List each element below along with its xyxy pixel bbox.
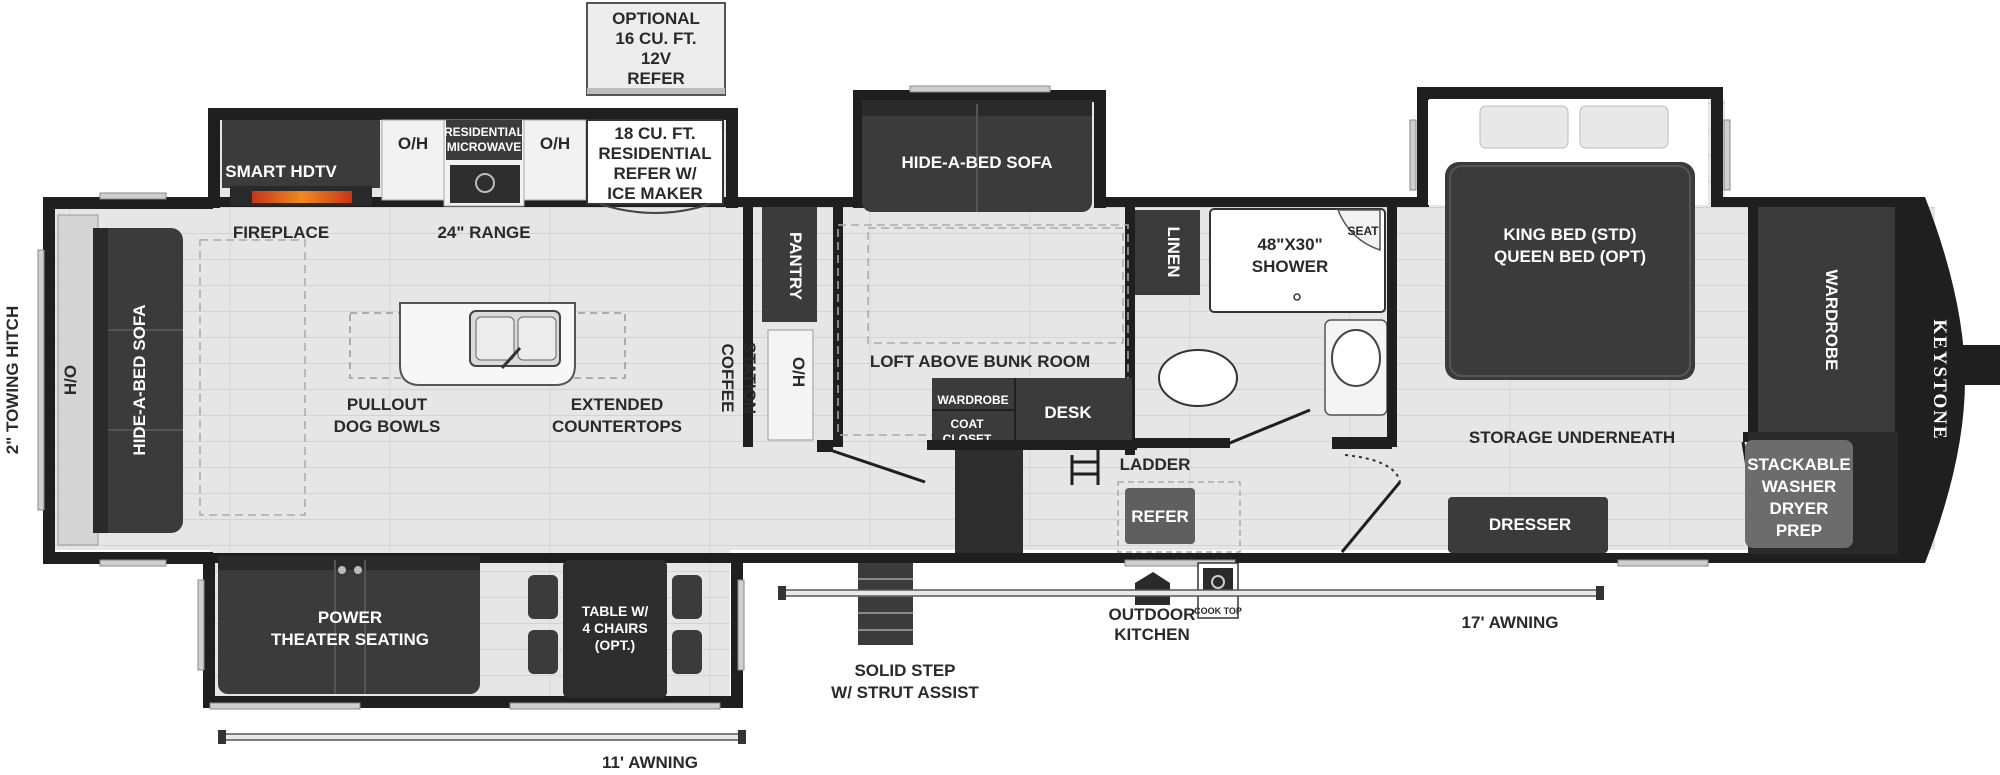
oh-pantry-label: O/H (789, 357, 808, 387)
loft-label: LOFT ABOVE BUNK ROOM (870, 352, 1090, 371)
power-theater-label-2: THEATER SEATING (271, 630, 429, 649)
towing-hitch-label: 2" TOWING HITCH (3, 306, 22, 454)
power-theater-label-1: POWER (318, 608, 382, 627)
shower-label-2: SHOWER (1252, 257, 1329, 276)
table-chairs-label-3: (OPT.) (595, 637, 635, 653)
optional-refer-label-4: REFER (627, 69, 685, 88)
dresser-label: DRESSER (1489, 515, 1571, 534)
awning-11-label: 11' AWNING (602, 753, 698, 772)
wardrobe-label: WARDROBE (1822, 269, 1841, 370)
ho-label: H/O (61, 365, 80, 395)
res-refer-label-3: REFER W/ (613, 164, 696, 183)
awning-17-label: 17' AWNING (1462, 613, 1559, 632)
kitchen-slide: SMART HDTV FIREPLACE O/H RESIDENTIAL MIC… (222, 119, 724, 242)
refer-outdoor-label: REFER (1131, 507, 1189, 526)
ladder-icon (1070, 450, 1100, 485)
desk-label: DESK (1044, 403, 1092, 422)
washer-dryer-label-4: PREP (1776, 521, 1822, 540)
counter-outline (199, 239, 306, 516)
table-chairs-label-1: TABLE W/ (582, 603, 649, 619)
bathroom: LINEN SEAT 48"X30" SHOWER (1135, 207, 1402, 553)
outdoor-kitchen-label-1: OUTDOOR (1109, 605, 1196, 624)
shower-label-1: 48"X30" (1257, 235, 1322, 254)
ladder-label: LADDER (1120, 455, 1191, 474)
awning-17: 17' AWNING (778, 586, 1604, 632)
pullout-dog-bowls-label-2: DOG BOWLS (334, 417, 441, 436)
outdoor-kitchen: COOK TOP OUTDOOR KITCHEN (1109, 562, 1242, 644)
extended-countertops-label-2: COUNTERTOPS (552, 417, 682, 436)
outdoor-refer: REFER (1117, 481, 1241, 553)
coffee-station-label-1: COFFEE (718, 344, 737, 413)
king-bed-label-2: QUEEN BED (OPT) (1494, 247, 1646, 266)
table-chairs-label-2: 4 CHAIRS (582, 620, 647, 636)
bedroom: KING BED (STD) QUEEN BED (OPT) STORAGE U… (1428, 100, 1898, 554)
pantry-label: PANTRY (786, 232, 805, 301)
fireplace-flame (252, 191, 352, 203)
windows (37, 85, 1731, 710)
seat-label: SEAT (1347, 224, 1379, 238)
res-microwave-label-1: RESIDENTIAL (444, 125, 524, 139)
oh-right-label: O/H (540, 134, 570, 153)
pantry-area: PANTRY O/H COFFEE STATION (718, 207, 926, 484)
oh-left-label: O/H (398, 134, 428, 153)
res-refer-label-1: 18 CU. FT. (614, 124, 695, 143)
wardrobe-small-label: WARDROBE (937, 393, 1008, 407)
linen-label: LINEN (1164, 227, 1183, 278)
awning-11: 11' AWNING (218, 730, 746, 772)
coffee-station-label-2: STATION (740, 342, 759, 414)
solid-step-label-2: W/ STRUT ASSIST (831, 683, 979, 702)
res-refer-label-4: ICE MAKER (607, 184, 702, 203)
coat-closet-label-1: COAT (950, 417, 984, 431)
entry-wall (955, 450, 1023, 553)
washer-dryer-label-2: WASHER (1762, 477, 1837, 496)
optional-refer-box: OPTIONAL 16 CU. FT. 12V REFER (586, 2, 726, 96)
res-microwave-label-2: MICROWAVE (447, 140, 521, 154)
entry-step: SOLID STEP W/ STRUT ASSIST (831, 563, 979, 702)
cook-top-label: COOK TOP (1194, 606, 1242, 616)
optional-refer-label-2: 16 CU. FT. (615, 29, 696, 48)
optional-refer-label-3: 12V (641, 49, 672, 68)
sink-icon (1331, 329, 1381, 387)
pullout-dog-bowls-label-1: PULLOUT (347, 395, 428, 414)
res-refer-label-2: RESIDENTIAL (598, 144, 711, 163)
hide-a-bed-sofa-left-label: HIDE-A-BED SOFA (130, 304, 149, 455)
kitchen-island: PULLOUT DOG BOWLS EXTENDED COUNTERTOPS (334, 302, 682, 436)
hide-a-bed-sofa-left: HIDE-A-BED SOFA H/O (57, 214, 183, 546)
solid-step-label-1: SOLID STEP (854, 661, 955, 680)
washer-dryer-label-3: DRYER (1770, 499, 1829, 518)
storage-underneath-label: STORAGE UNDERNEATH (1469, 428, 1675, 447)
optional-refer-label-1: OPTIONAL (612, 9, 700, 28)
washer-dryer-label-1: STACKABLE (1747, 455, 1851, 474)
toilet-icon (1158, 349, 1238, 407)
extended-countertops-label-1: EXTENDED (571, 395, 664, 414)
theater-slide: POWER THEATER SEATING TABLE W/ 4 CHAIRS … (218, 556, 702, 698)
king-bed-label-1: KING BED (STD) (1503, 225, 1636, 244)
range-label: 24" RANGE (437, 223, 530, 242)
fireplace-label: FIREPLACE (233, 223, 329, 242)
smart-hdtv-label: SMART HDTV (225, 162, 337, 181)
bunk-room: HIDE-A-BED SOFA LOFT ABOVE BUNK ROOM WAR… (833, 100, 1190, 485)
keystone-logo: KEYSTONE (1929, 319, 1950, 440)
outdoor-kitchen-label-2: KITCHEN (1114, 625, 1190, 644)
hide-a-bed-sofa-top-label: HIDE-A-BED SOFA (901, 153, 1052, 172)
